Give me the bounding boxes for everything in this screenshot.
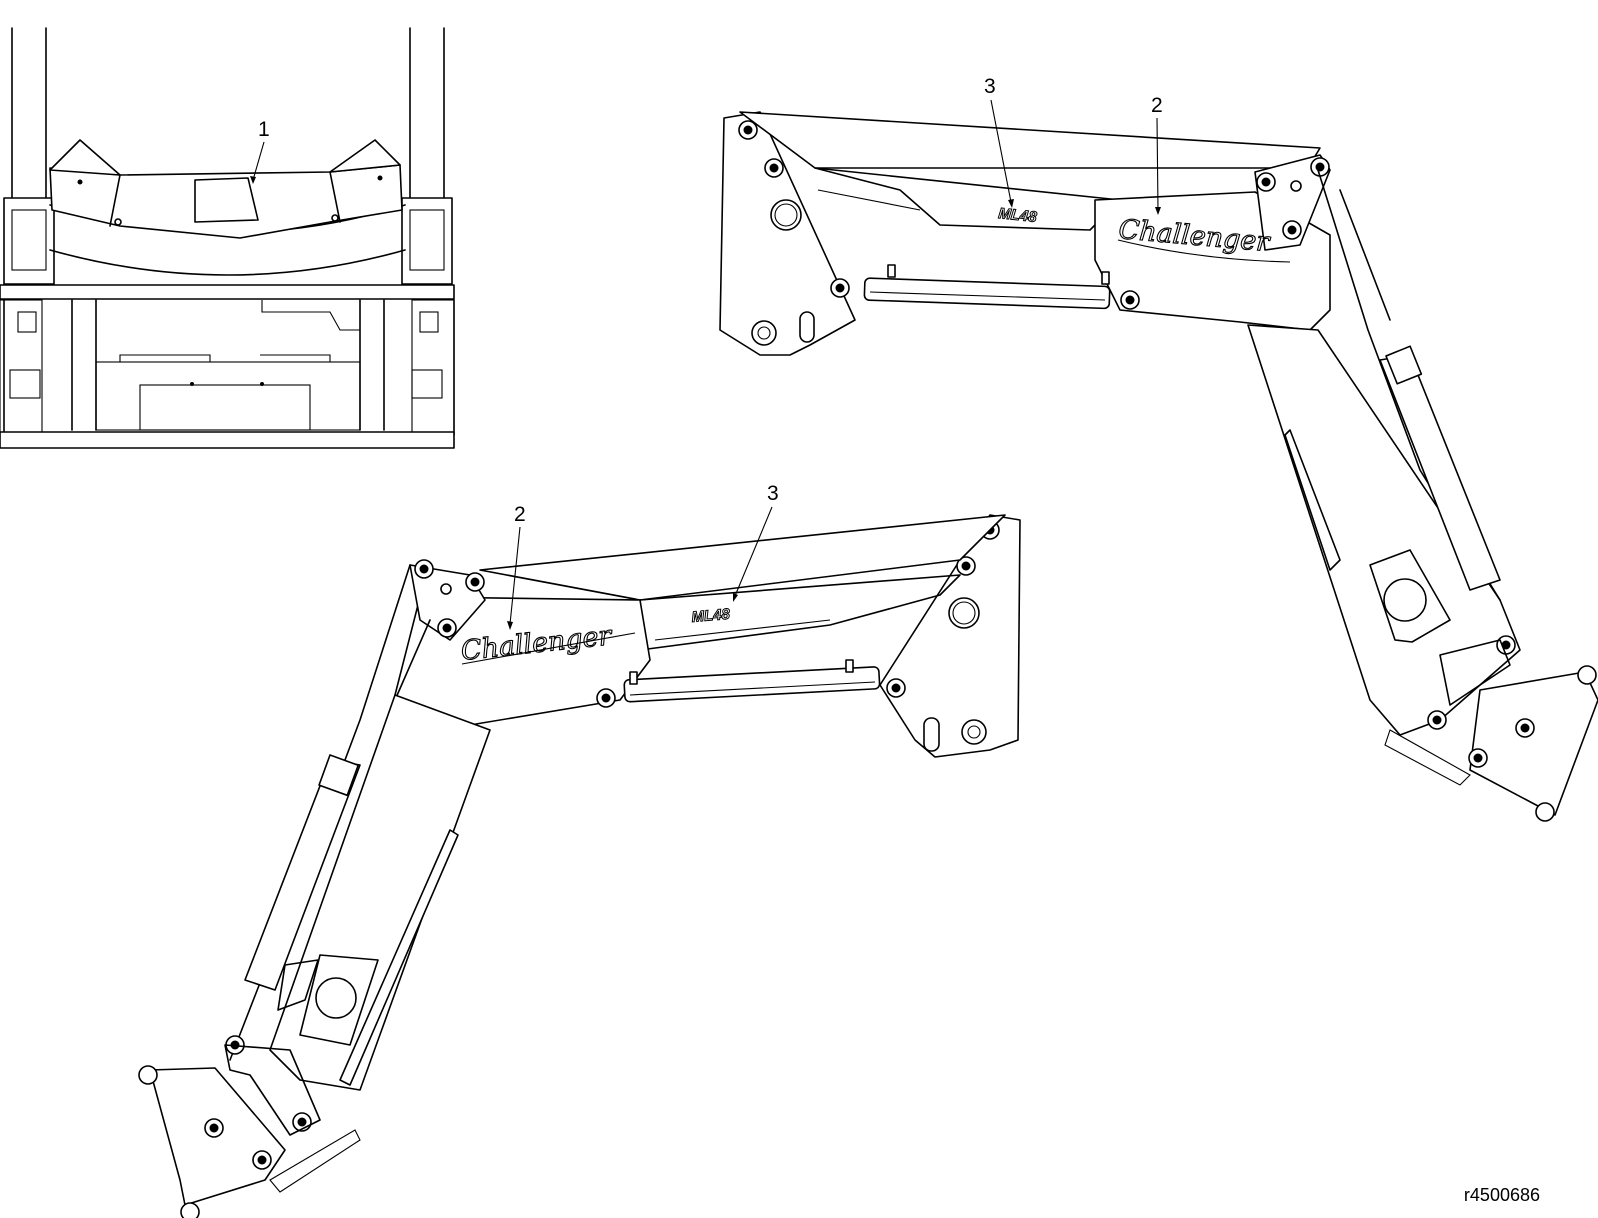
right-mount-bracket xyxy=(719,111,856,356)
loader-arm-right xyxy=(719,111,1598,822)
left-mount-bracket xyxy=(879,514,1021,758)
loader-arm-left xyxy=(138,514,1021,1218)
reference-code: r4500686 xyxy=(1463,1185,1540,1205)
left-arm-model-decal: ML48 xyxy=(691,606,731,626)
front-decal-1 xyxy=(194,177,259,223)
right-bucket-plate xyxy=(1469,671,1598,816)
callout-left-arm-brand: 2 xyxy=(514,503,526,526)
callout-right-arm-ml48: 3 xyxy=(984,75,996,98)
callout-right-arm-brand: 2 xyxy=(1151,94,1163,117)
callout-left-arm-ml48: 3 xyxy=(767,482,779,505)
loader-front-view xyxy=(0,27,455,449)
right-arm-model-decal: ML48 xyxy=(998,205,1039,226)
callout-front-decal: 1 xyxy=(258,118,270,141)
